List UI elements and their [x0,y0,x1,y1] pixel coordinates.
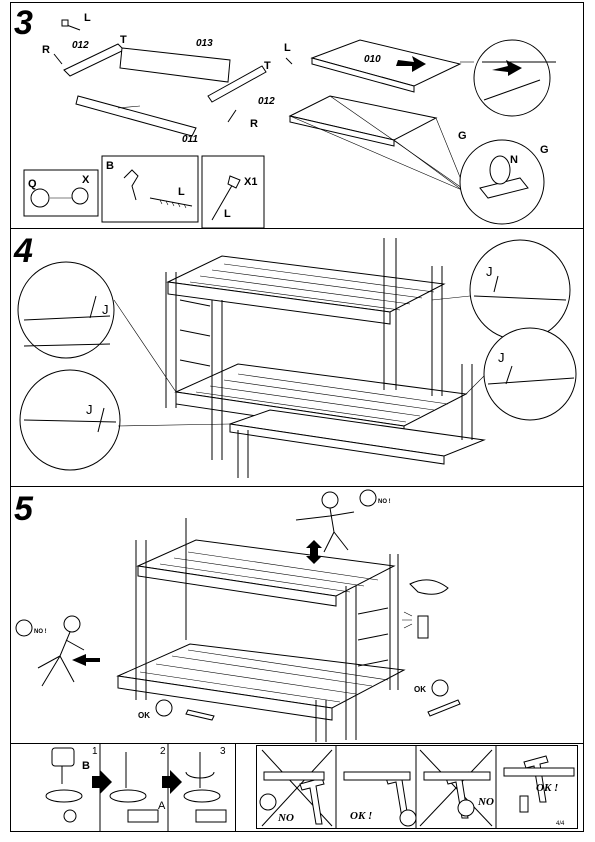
part-010: 010 [364,54,381,65]
label-L: L [84,12,91,24]
warning-no: NO ! [378,499,391,505]
ok-label: OK [138,711,150,720]
step-number-5: 5 [14,490,33,528]
label-J: J [102,302,109,317]
label-J: J [486,264,493,279]
page-number: 4/4 [556,821,565,827]
no-label: NO [478,796,494,808]
section-divider [10,228,584,229]
label-L: L [284,42,291,54]
do-dont-panel [256,745,578,829]
step-number-4: 4 [14,232,33,270]
instruction-page [10,2,584,832]
label-L: L [178,186,185,198]
substep-2: 2 [160,746,166,757]
label-A: A [158,800,166,812]
ok-label: OK ! [350,810,373,822]
section-divider [10,743,584,744]
label-J: J [498,350,505,365]
label-G: G [458,130,467,142]
label-L: L [224,208,231,220]
label-N: N [510,154,518,166]
part-012: 012 [72,40,89,51]
label-B: B [82,760,90,772]
part-012: 012 [258,96,275,107]
label-B: B [106,160,114,172]
label-T: T [120,34,127,46]
label-X1: X1 [244,176,258,188]
cam-lock-sequence [10,743,236,832]
label-J: J [86,402,93,417]
label-X: X [82,174,90,186]
part-013: 013 [196,38,213,49]
ok-label: OK ! [536,782,559,794]
label-Q: Q [28,178,37,190]
label-G: G [540,144,549,156]
substep-1: 1 [92,746,98,757]
section-divider [10,486,584,487]
no-label: NO [278,812,294,824]
warning-no: NO ! [34,629,47,635]
part-011: 011 [182,134,198,145]
label-T: T [264,60,271,72]
label-R: R [42,44,50,56]
label-R: R [250,118,258,130]
ok-label: OK [414,685,426,694]
substep-3: 3 [220,746,226,757]
step-number-3: 3 [14,4,33,42]
